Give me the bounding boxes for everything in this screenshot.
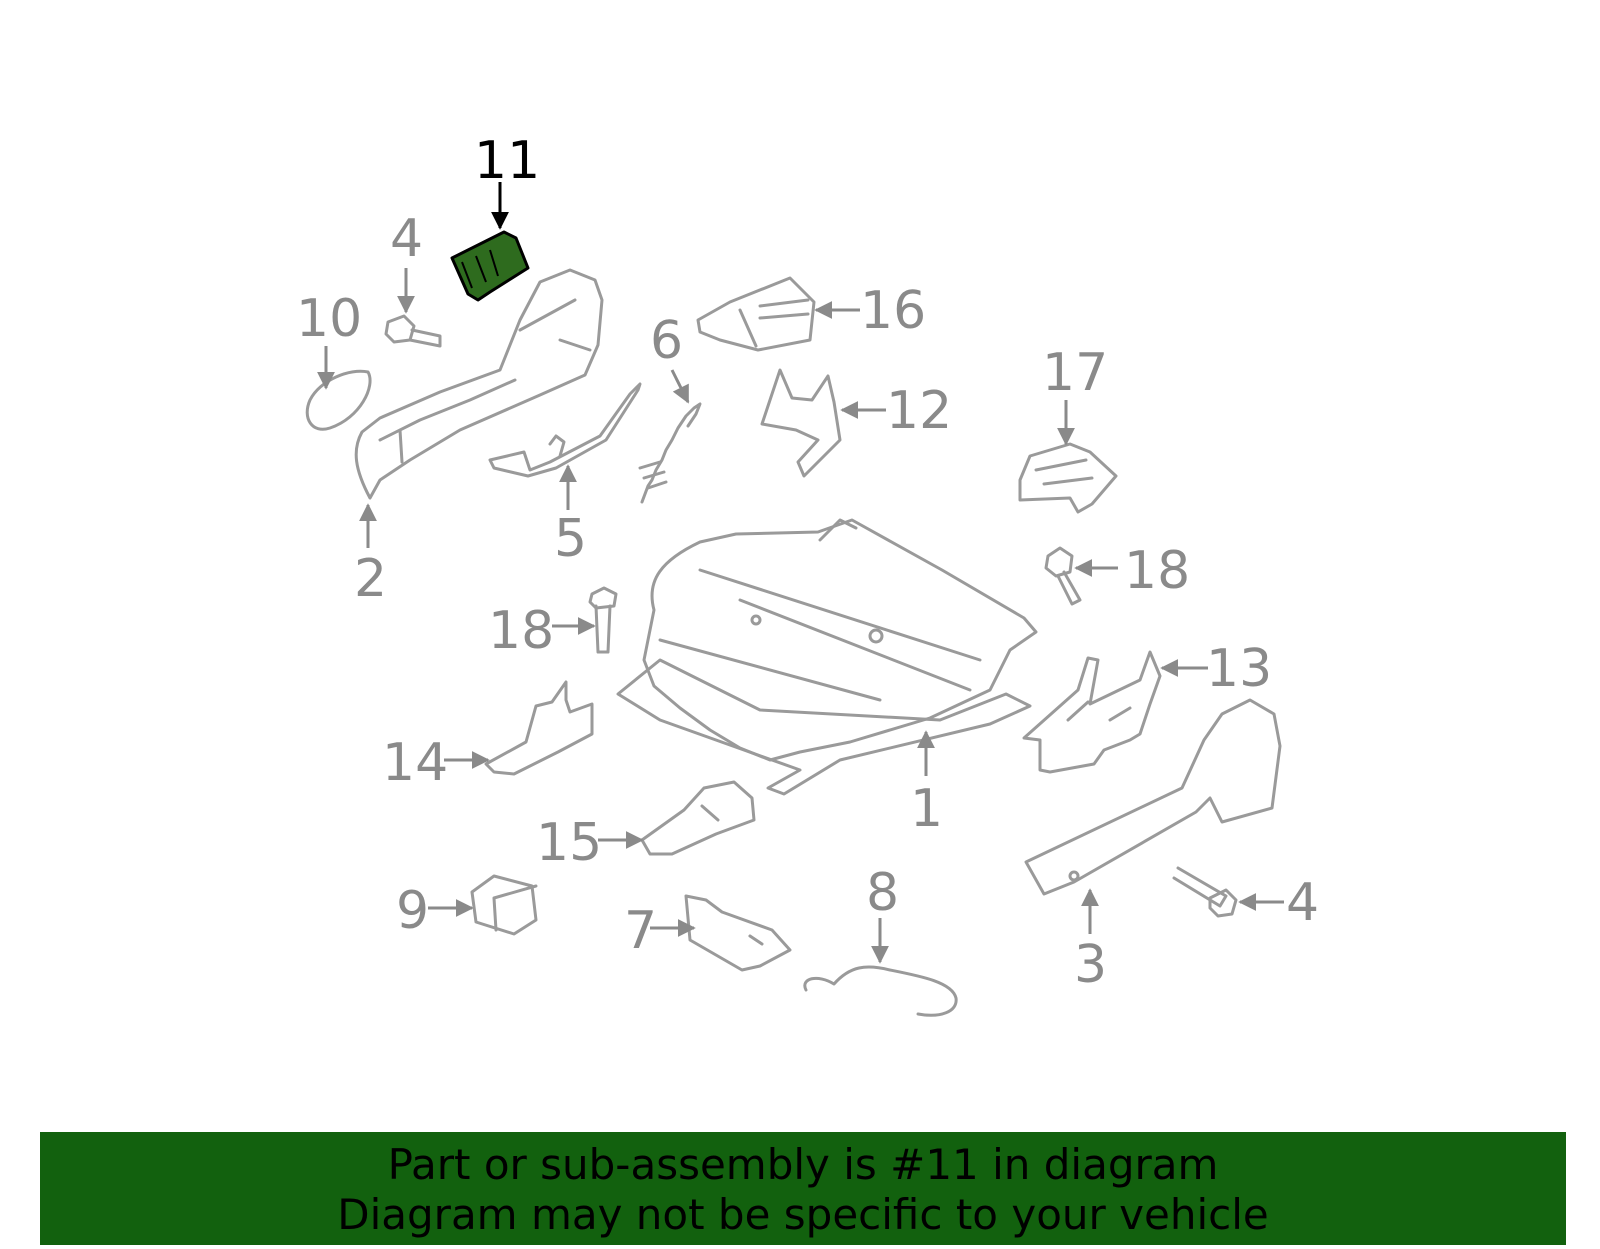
callout-17[interactable]: 17 bbox=[1042, 343, 1108, 403]
arrow-6 bbox=[670, 369, 690, 404]
callout-16[interactable]: 16 bbox=[860, 281, 926, 341]
part-16-shape bbox=[696, 276, 816, 352]
callout-6[interactable]: 6 bbox=[650, 311, 683, 371]
part-8-shape bbox=[803, 965, 958, 1017]
callout-12[interactable]: 12 bbox=[886, 381, 952, 441]
part-17-shape bbox=[1018, 442, 1118, 514]
callout-2[interactable]: 2 bbox=[354, 549, 387, 609]
callout-8[interactable]: 8 bbox=[866, 863, 899, 923]
callout-18b[interactable]: 18 bbox=[1124, 541, 1190, 601]
callout-3[interactable]: 3 bbox=[1074, 935, 1107, 995]
part-15-shape bbox=[640, 780, 756, 856]
callout-9[interactable]: 9 bbox=[396, 881, 429, 941]
part-5-shape bbox=[488, 382, 642, 478]
part-6-shape bbox=[638, 402, 702, 504]
callout-15[interactable]: 15 bbox=[536, 813, 602, 873]
part-1-shape bbox=[616, 518, 1038, 796]
part-13-shape bbox=[1022, 650, 1162, 774]
part-4a-shape bbox=[384, 314, 442, 348]
callout-4b[interactable]: 4 bbox=[1286, 873, 1319, 933]
callout-10[interactable]: 10 bbox=[296, 289, 362, 349]
part-18a-shape bbox=[588, 586, 618, 654]
part-4b-shape bbox=[1172, 866, 1238, 918]
callout-4a[interactable]: 4 bbox=[390, 209, 423, 269]
part-2-shape bbox=[354, 268, 604, 500]
part-12-shape bbox=[760, 368, 842, 478]
callout-7[interactable]: 7 bbox=[624, 901, 657, 961]
banner-line-2: Diagram may not be specific to your vehi… bbox=[337, 1190, 1269, 1239]
callout-5[interactable]: 5 bbox=[554, 509, 587, 569]
part-3-shape bbox=[1024, 698, 1282, 896]
part-9-shape bbox=[470, 874, 538, 936]
callout-1[interactable]: 1 bbox=[910, 779, 943, 839]
part-18b-shape bbox=[1044, 546, 1082, 606]
callout-11[interactable]: 11 bbox=[474, 131, 540, 191]
info-banner: Part or sub-assembly is #11 in diagram D… bbox=[40, 1132, 1566, 1245]
banner-line-1: Part or sub-assembly is #11 in diagram bbox=[387, 1140, 1219, 1189]
callout-14[interactable]: 14 bbox=[382, 733, 448, 793]
part-10-shape bbox=[305, 369, 372, 431]
callout-18a[interactable]: 18 bbox=[488, 601, 554, 661]
part-7-shape bbox=[684, 894, 792, 972]
part-14-shape bbox=[484, 680, 594, 776]
callout-13[interactable]: 13 bbox=[1206, 639, 1272, 699]
part-11-shape[interactable] bbox=[450, 230, 530, 302]
